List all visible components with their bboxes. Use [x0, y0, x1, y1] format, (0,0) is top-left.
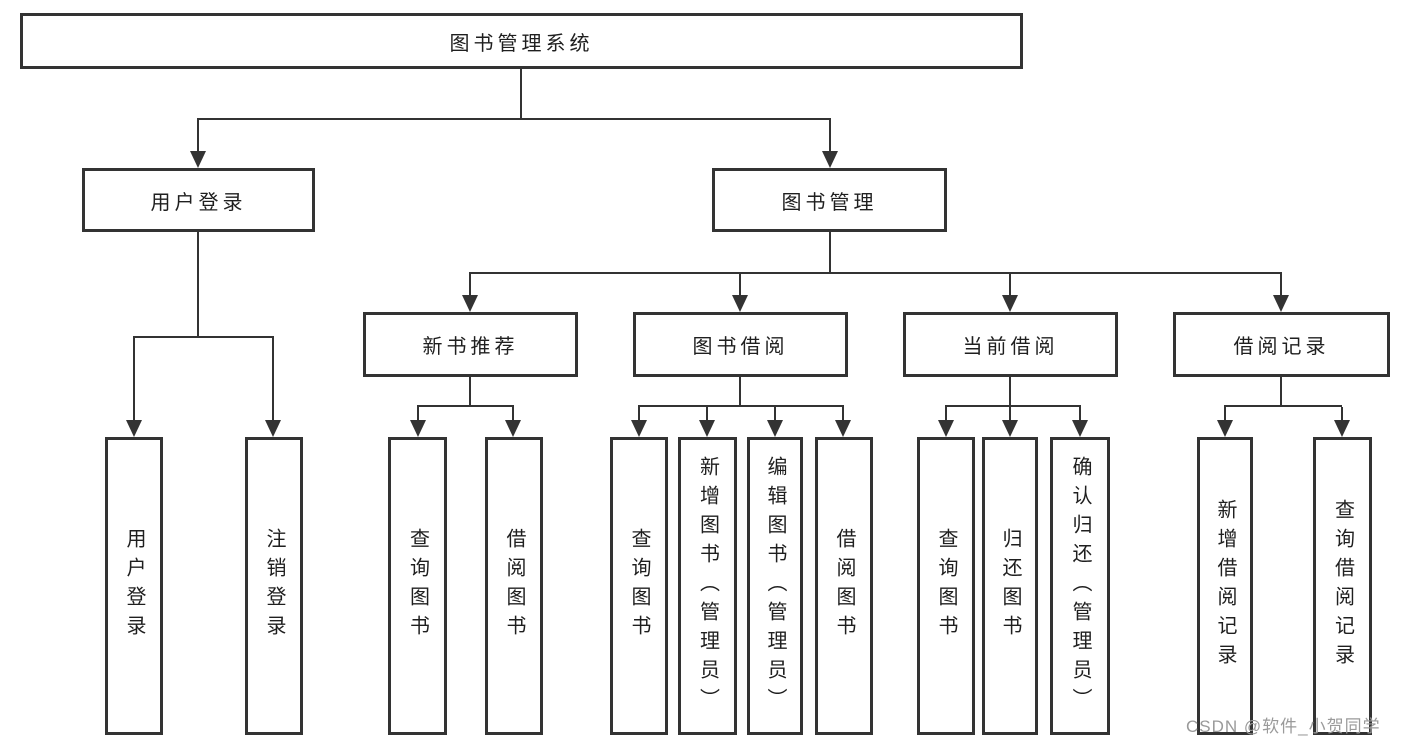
arrow-to-bb-add: [699, 420, 715, 437]
leaf-user-login: 用户登录: [105, 437, 163, 735]
node-borrow-records-label: 借阅记录: [1233, 336, 1330, 358]
leaf-logout-label: 注销登录: [263, 528, 285, 644]
node-new-book: 新书推荐: [363, 312, 578, 377]
node-book-borrow: 图书借阅: [633, 312, 848, 377]
arrow-to-current-borrow: [1002, 295, 1018, 312]
connector-book-borrow-stem: [739, 377, 741, 406]
leaf-cb-return-books-label: 归还图书: [999, 528, 1021, 644]
leaf-nb-query-books-label: 查询图书: [406, 528, 429, 644]
arrow-to-nb-borrow: [505, 420, 521, 437]
leaf-bb-query-books-label: 查询图书: [628, 528, 650, 644]
connector-drop-bb-edit: [774, 407, 776, 421]
arrow-to-bb-edit: [767, 420, 783, 437]
leaf-cb-return-books: 归还图书: [982, 437, 1038, 735]
connector-borrow-records-split: [1224, 405, 1342, 407]
connector-drop-cb-confirm: [1079, 407, 1081, 421]
leaf-br-add-record: 新增借阅记录: [1197, 437, 1253, 735]
leaf-bb-query-books: 查询图书: [610, 437, 668, 735]
leaf-bb-edit-books-admin: 编辑图书（管理员）: [747, 437, 803, 735]
arrow-to-book-mgmt: [822, 151, 838, 168]
arrow-to-book-borrow: [732, 295, 748, 312]
connector-user-login-split: [133, 336, 274, 338]
node-book-borrow-label: 图书借阅: [692, 336, 789, 358]
leaf-br-add-record-label: 新增借阅记录: [1214, 499, 1236, 673]
leaf-cb-confirm-return-admin-label: 确认归还（管理员）: [1069, 455, 1091, 717]
connector-level3-split: [469, 272, 1282, 274]
arrow-to-bb-query: [631, 420, 647, 437]
connector-book-borrow-split: [638, 405, 844, 407]
arrow-to-cb-return: [1002, 420, 1018, 437]
node-root-label: 图书管理系统: [449, 32, 594, 55]
node-user-login-label: 用户登录: [150, 191, 247, 214]
arrow-to-bb-borrow: [835, 420, 851, 437]
leaf-nb-borrow-books: 借阅图书: [485, 437, 543, 735]
arrow-to-user-login: [190, 151, 206, 168]
node-current-borrow-label: 当前借阅: [962, 336, 1059, 358]
connector-drop-new-book: [469, 274, 471, 296]
leaf-br-query-record-label: 查询借阅记录: [1331, 499, 1354, 673]
connector-drop-book-borrow: [739, 274, 741, 296]
leaf-bb-edit-books-admin-label: 编辑图书（管理员）: [764, 455, 786, 717]
connector-drop-bb-query: [638, 407, 640, 421]
connector-current-borrow-split: [945, 405, 1081, 407]
leaf-bb-add-books-admin: 新增图书（管理员）: [678, 437, 737, 735]
connector-drop-br-query: [1341, 407, 1343, 421]
connector-drop-logout-leaf: [272, 338, 274, 420]
arrow-to-logout-leaf: [265, 420, 281, 437]
connector-user-login-stem: [197, 232, 199, 338]
leaf-bb-add-books-admin-label: 新增图书（管理员）: [696, 455, 719, 717]
connector-level2-split: [197, 118, 831, 120]
leaf-cb-confirm-return-admin: 确认归还（管理员）: [1050, 437, 1110, 735]
connector-current-borrow-stem: [1009, 377, 1011, 406]
connector-drop-cb-return: [1009, 407, 1011, 421]
arrow-to-br-query: [1334, 420, 1350, 437]
node-root: 图书管理系统: [20, 13, 1023, 69]
arrow-to-borrow-records: [1273, 295, 1289, 312]
leaf-nb-query-books: 查询图书: [388, 437, 447, 735]
connector-new-book-split: [417, 405, 514, 407]
connector-borrow-records-stem: [1280, 377, 1282, 406]
connector-drop-current-borrow: [1009, 274, 1011, 296]
arrow-to-login-leaf: [126, 420, 142, 437]
node-current-borrow: 当前借阅: [903, 312, 1118, 377]
arrow-to-new-book: [462, 295, 478, 312]
connector-book-mgmt-stem: [829, 232, 831, 274]
arrow-to-nb-query: [410, 420, 426, 437]
node-user-login: 用户登录: [82, 168, 315, 232]
node-book-mgmt-label: 图书管理: [781, 191, 878, 214]
leaf-user-login-label: 用户登录: [123, 528, 145, 644]
arrow-to-br-add: [1217, 420, 1233, 437]
connector-drop-bb-borrow: [842, 407, 844, 421]
leaf-cb-query-books-label: 查询图书: [935, 528, 957, 644]
connector-drop-cb-query: [945, 407, 947, 421]
connector-root-stem: [520, 69, 522, 119]
connector-drop-borrow-records: [1280, 274, 1282, 296]
node-book-mgmt: 图书管理: [712, 168, 947, 232]
connector-stem-book-mgmt: [829, 120, 831, 152]
leaf-bb-borrow-books: 借阅图书: [815, 437, 873, 735]
csdn-watermark: CSDN @软件_小贺同学: [1186, 717, 1381, 736]
leaf-br-query-record: 查询借阅记录: [1313, 437, 1372, 735]
connector-drop-bb-add: [706, 407, 708, 421]
connector-stem-user-login: [197, 120, 199, 152]
arrow-to-cb-confirm: [1072, 420, 1088, 437]
node-new-book-label: 新书推荐: [422, 336, 519, 358]
leaf-bb-borrow-books-label: 借阅图书: [833, 528, 855, 644]
leaf-nb-borrow-books-label: 借阅图书: [503, 528, 525, 644]
connector-drop-nb-borrow: [512, 407, 514, 421]
leaf-cb-query-books: 查询图书: [917, 437, 975, 735]
connector-new-book-stem: [469, 377, 471, 406]
connector-drop-br-add: [1224, 407, 1226, 421]
leaf-logout: 注销登录: [245, 437, 303, 735]
node-borrow-records: 借阅记录: [1173, 312, 1390, 377]
connector-drop-login-leaf: [133, 338, 135, 420]
connector-drop-nb-query: [417, 407, 419, 421]
arrow-to-cb-query: [938, 420, 954, 437]
